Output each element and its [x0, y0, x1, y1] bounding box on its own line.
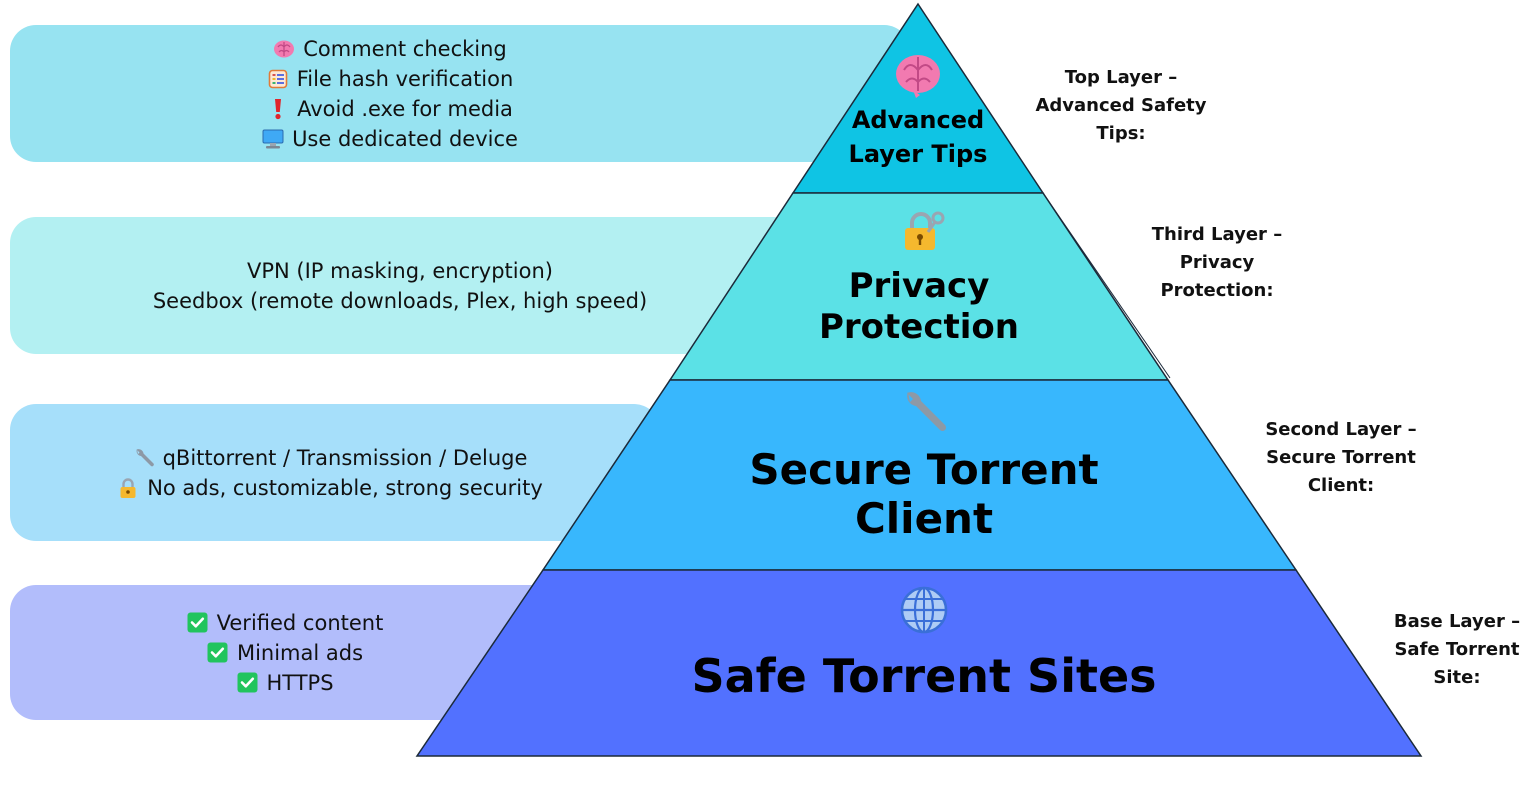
wrench-icon: [907, 392, 947, 432]
list-item-text: HTTPS: [266, 670, 334, 695]
list-item: Minimal ads: [10, 638, 560, 668]
list-item: VPN (IP masking, encryption): [10, 256, 790, 286]
list-item: File hash verification: [10, 64, 770, 94]
list-item: Verified content: [10, 608, 560, 638]
tier-title: Advanced: [852, 106, 984, 134]
side-label-line: Advanced Safety: [1035, 95, 1207, 116]
side-label-line: Privacy: [1179, 252, 1255, 273]
side-label-line: Second Layer –: [1265, 419, 1417, 440]
list-item-text: File hash verification: [296, 66, 514, 91]
list-item-text: Minimal ads: [236, 640, 364, 665]
privacy-panel: VPN (IP masking, encryption) Seedbox (re…: [10, 217, 800, 354]
checkmark-icon: [187, 612, 209, 634]
side-label-line: Top Layer –: [1064, 67, 1178, 88]
tier-title: Protection: [819, 307, 1019, 347]
tier-title: Safe Torrent Sites: [691, 649, 1156, 703]
tier-title: Client: [855, 494, 993, 543]
list-item: HTTPS: [10, 668, 560, 698]
exclamation-icon: [267, 98, 289, 120]
list-item: No ads, customizable, strong security: [10, 473, 650, 503]
side-label-line: Client:: [1307, 475, 1375, 496]
list-item: Seedbox (remote downloads, Plex, high sp…: [10, 286, 790, 316]
list-item-text: Seedbox (remote downloads, Plex, high sp…: [152, 288, 648, 313]
side-label-line: Tips:: [1096, 123, 1146, 144]
pyramid-edge: [1042, 192, 1171, 379]
padlock-icon: [117, 477, 139, 499]
side-label-line: Base Layer –: [1393, 611, 1521, 632]
globe-icon: [900, 586, 948, 634]
list-item-text: No ads, customizable, strong security: [147, 475, 543, 500]
list-item-text: Use dedicated device: [292, 126, 518, 151]
lock-key-icon: [905, 211, 945, 250]
client-panel: qBittorrent / Transmission / Deluge No a…: [10, 404, 660, 541]
checklist-icon: [267, 68, 289, 90]
tier-title: Layer Tips: [849, 140, 988, 168]
list-item: Comment checking: [10, 34, 770, 64]
side-label-top: Top Layer – Advanced Safety Tips:: [1030, 64, 1212, 148]
list-item: qBittorrent / Transmission / Deluge: [10, 443, 650, 473]
side-label-line: Safe Torrent: [1394, 639, 1520, 660]
list-item: Use dedicated device: [10, 124, 770, 154]
tier-title: Privacy: [849, 266, 990, 306]
side-label-second: Second Layer – Secure Torrent Client:: [1258, 416, 1424, 500]
brain-icon: [273, 38, 295, 60]
list-item-text: Verified content: [216, 610, 384, 635]
list-item-text: Avoid .exe for media: [297, 96, 513, 121]
side-label-third: Third Layer – Privacy Protection:: [1146, 221, 1288, 305]
wrench-icon: [133, 447, 155, 469]
pyramid-tier-sites: [415, 569, 1423, 757]
brain-icon: [896, 55, 940, 98]
list-item: Avoid .exe for media: [10, 94, 770, 124]
checkmark-icon: [236, 672, 258, 694]
side-label-line: Site:: [1433, 667, 1481, 688]
side-label-line: Secure Torrent: [1266, 447, 1416, 468]
side-label-base: Base Layer – Safe Torrent Site:: [1390, 608, 1524, 692]
list-item-text: Comment checking: [303, 36, 507, 61]
computer-icon: [262, 128, 284, 150]
tier-title: Secure Torrent: [749, 445, 1098, 494]
side-label-line: Third Layer –: [1151, 224, 1283, 245]
list-item-text: VPN (IP masking, encryption): [247, 258, 553, 283]
advanced-tips-panel: Comment checking File hash verification …: [10, 25, 910, 162]
list-item-text: qBittorrent / Transmission / Deluge: [162, 445, 528, 470]
side-label-line: Protection:: [1160, 280, 1274, 301]
checkmark-icon: [207, 642, 229, 664]
